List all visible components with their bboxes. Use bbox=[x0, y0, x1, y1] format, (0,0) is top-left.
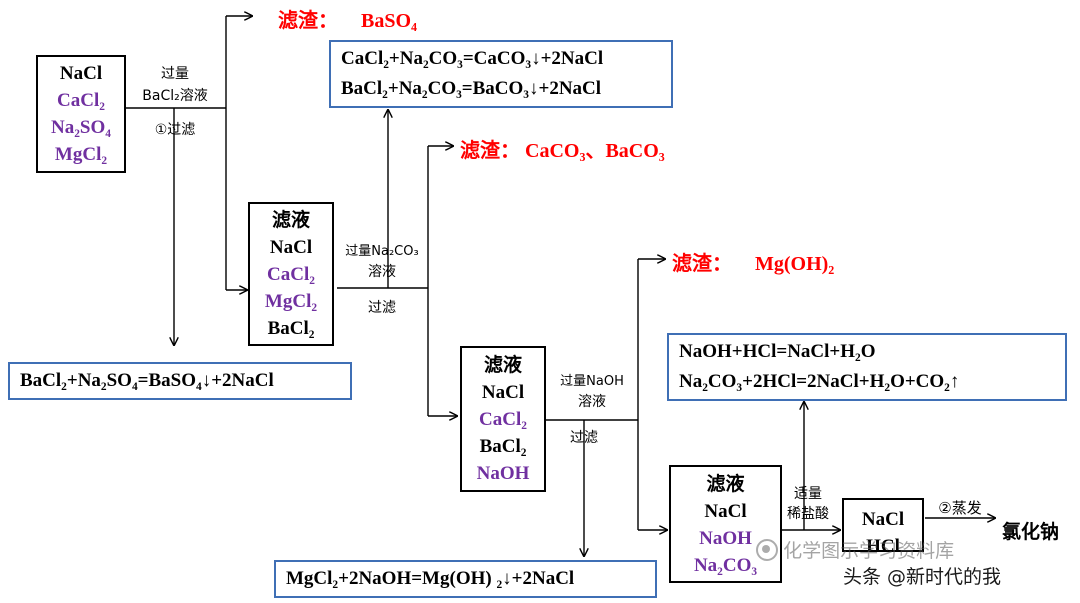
product-label: 氯化钠 bbox=[1002, 521, 1060, 543]
start-item-mgcl2: MgCl₂ bbox=[54, 144, 108, 165]
residue2-formula: CaCO₃、BaCO₃ bbox=[525, 140, 665, 162]
filtrate2-box: 滤液 NaCl CaCl₂ BaCl₂ NaOH bbox=[460, 346, 546, 492]
filtrate3-item-nacl: NaCl bbox=[704, 500, 747, 522]
step2-reagent-form: 溶液 bbox=[368, 264, 396, 280]
final-item-nacl: NaCl bbox=[861, 509, 905, 530]
filtrate3-item-naoh: NaOH bbox=[699, 527, 752, 549]
final-solution-box: NaCl HCl bbox=[842, 498, 924, 552]
watermark-line1: 化学图示学习资料库 bbox=[783, 540, 955, 562]
watermark-logo-icon bbox=[756, 538, 778, 561]
equation2-box: CaCl₂+Na₂CO₃=CaCO₃↓+2NaCl BaCl₂+Na₂CO₃=B… bbox=[329, 40, 673, 108]
step4-reagent-amount: 适量 bbox=[794, 486, 822, 502]
equation1-text: BaCl₂+Na₂SO₄=BaSO₄↓+2NaCl bbox=[20, 370, 274, 391]
start-item-na2so4: Na₂SO₄ bbox=[51, 117, 111, 138]
filtrate1-item-bacl2: BaCl₂ bbox=[267, 318, 315, 339]
filtrate2-heading: 滤液 bbox=[483, 354, 522, 376]
equation4-line2: Na₂CO₃+2HCl=2NaCl+H₂O+CO₂↑ bbox=[679, 371, 960, 392]
start-item-cacl2: CaCl₂ bbox=[57, 90, 105, 111]
filtrate1-heading: 滤液 bbox=[271, 209, 310, 231]
residue3-label: 滤渣： bbox=[672, 251, 732, 275]
residue1-label: 滤渣： bbox=[278, 8, 338, 32]
step5-action: ②蒸发 bbox=[938, 499, 982, 517]
equation3-box: MgCl₂+2NaOH=Mg(OH) ₂↓+2NaCl bbox=[274, 560, 657, 598]
filtrate1-item-cacl2: CaCl₂ bbox=[267, 264, 315, 285]
equation2-line2: BaCl₂+Na₂CO₃=BaCO₃↓+2NaCl bbox=[341, 78, 602, 99]
residue3-formula: Mg(OH)₂ bbox=[755, 253, 835, 275]
residue1-formula: BaSO₄ bbox=[361, 10, 418, 32]
filtrate2-item-cacl2: CaCl₂ bbox=[479, 409, 527, 430]
step3-reagent-name: 过量NaOH bbox=[560, 374, 624, 389]
step1-action: ①过滤 bbox=[154, 122, 196, 138]
step2-action: 过滤 bbox=[368, 300, 396, 316]
residue1: 滤渣： BaSO₄ bbox=[278, 4, 417, 33]
filtrate3-box: 滤液 NaCl NaOH Na₂CO₃ bbox=[669, 465, 782, 583]
filtrate2-item-nacl: NaCl bbox=[481, 382, 525, 403]
filtrate2-item-bacl2: BaCl₂ bbox=[479, 436, 527, 457]
filtrate1-item-mgcl2: MgCl₂ bbox=[264, 291, 318, 312]
filtrate3-item-na2co3: Na₂CO₃ bbox=[693, 554, 758, 576]
filtrate3-heading: 滤液 bbox=[706, 472, 745, 495]
step4-reagent-name: 稀盐酸 bbox=[787, 506, 829, 522]
filtrate1-box: 滤液 NaCl CaCl₂ MgCl₂ BaCl₂ bbox=[248, 202, 334, 346]
filtrate1-item-nacl: NaCl bbox=[269, 237, 313, 258]
step3-reagent-form: 溶液 bbox=[578, 394, 606, 410]
step1-reagent-amount: 过量 bbox=[161, 66, 189, 82]
step3-action: 过滤 bbox=[570, 430, 598, 446]
residue2: 滤渣： CaCO₃、BaCO₃ bbox=[460, 134, 665, 163]
equation3-text: MgCl₂+2NaOH=Mg(OH) ₂↓+2NaCl bbox=[286, 568, 575, 589]
step1-reagent-name: BaCl₂溶液 bbox=[142, 88, 208, 104]
equation4-line1: NaOH+HCl=NaCl+H₂O bbox=[679, 341, 876, 362]
watermark: 化学图示学习资料库 bbox=[756, 536, 954, 563]
start-item-nacl: NaCl bbox=[59, 63, 103, 84]
equation4-box: NaOH+HCl=NaCl+H₂O Na₂CO₃+2HCl=2NaCl+H₂O+… bbox=[667, 333, 1067, 401]
watermark-line2: 头条 @新时代的我 bbox=[843, 566, 1002, 588]
start-mixture-box: NaCl CaCl₂ Na₂SO₄ MgCl₂ bbox=[36, 55, 126, 173]
filtrate2-item-naoh: NaOH bbox=[476, 463, 530, 484]
residue3: 滤渣： Mg(OH)₂ bbox=[672, 247, 834, 276]
final-item-hcl: HCl bbox=[866, 536, 900, 552]
equation1-box: BaCl₂+Na₂SO₄=BaSO₄↓+2NaCl bbox=[8, 362, 352, 400]
equation2-line1: CaCl₂+Na₂CO₃=CaCO₃↓+2NaCl bbox=[341, 48, 604, 69]
residue2-label: 滤渣： bbox=[460, 138, 520, 162]
step2-reagent-name: 过量Na₂CO₃ bbox=[345, 244, 419, 259]
